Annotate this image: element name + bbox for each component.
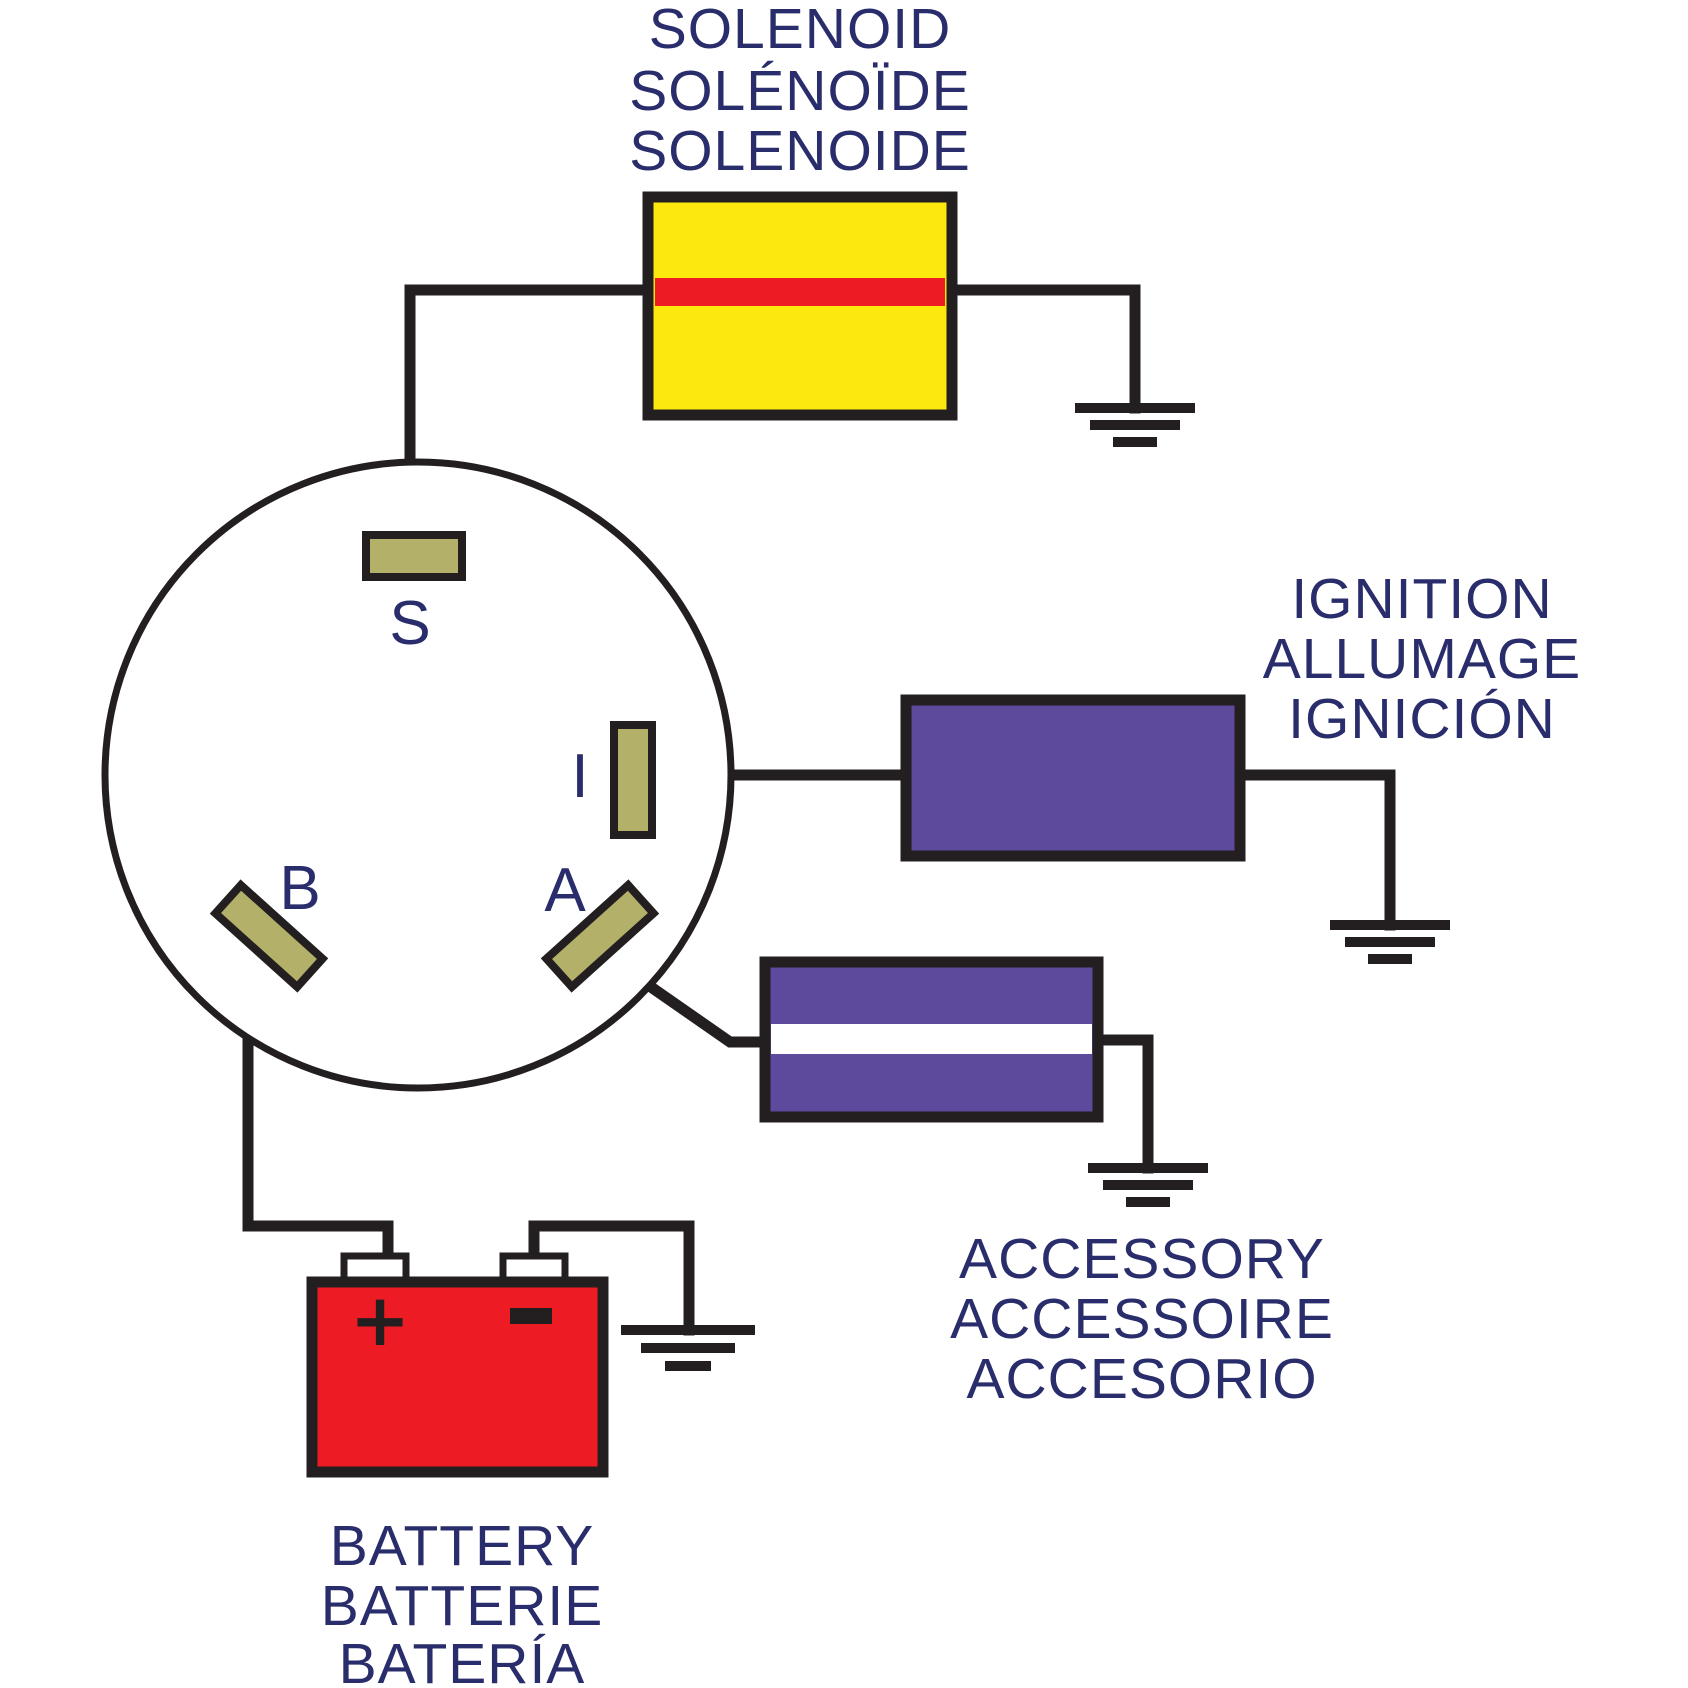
wire-accessory-to-ground xyxy=(1092,1034,1154,1174)
accessory-stripe xyxy=(771,1024,1092,1054)
solenoid-component xyxy=(642,191,958,421)
battery-positive-post xyxy=(340,1252,410,1284)
accessory-label-fr: ACCESSOIRE xyxy=(950,1287,1334,1351)
wire-ignition-to-ground xyxy=(1234,769,1396,931)
battery-label-en: BATTERY xyxy=(330,1514,595,1578)
accessory-component xyxy=(759,956,1104,1123)
wire-b-to-battery xyxy=(242,929,394,1264)
wire-s-to-solenoid xyxy=(404,284,654,546)
solenoid-stripe xyxy=(655,278,945,306)
ignition-component xyxy=(900,694,1246,862)
solenoid-label-es: SOLENOIDE xyxy=(629,119,971,183)
terminal-s-label: S xyxy=(389,589,430,658)
ignition-label-en: IGNITION xyxy=(1291,567,1552,631)
ground-symbol-icon xyxy=(1330,920,1450,964)
wire-solenoid-to-ground xyxy=(946,284,1141,414)
terminal-a-label: A xyxy=(544,856,586,925)
solenoid-label-fr: SOLÉNOÏDE xyxy=(629,59,971,123)
terminal-i-label: I xyxy=(571,742,588,811)
solenoid-label: SOLENOID SOLÉNOÏDE SOLENOIDE xyxy=(629,0,971,183)
terminal-b-label: B xyxy=(279,854,320,923)
ignition-label-fr: ALLUMAGE xyxy=(1263,627,1581,691)
ground-symbol-icon xyxy=(1075,403,1195,447)
ignition-label-es: IGNICIÓN xyxy=(1288,687,1556,751)
battery-component: + xyxy=(306,1252,609,1478)
terminal-s-contact xyxy=(362,531,466,581)
battery-label-fr: BATTERIE xyxy=(321,1574,603,1638)
terminal-i-contact xyxy=(610,721,656,839)
terminal-b-contact xyxy=(209,879,329,993)
ground-symbol-icon xyxy=(1088,1163,1208,1207)
battery-positive-sign: + xyxy=(350,1278,410,1362)
terminal-a-contact xyxy=(540,879,660,993)
accessory-label: ACCESSORY ACCESSOIRE ACCESORIO xyxy=(950,1227,1334,1411)
ground-symbol-icon xyxy=(621,1325,755,1371)
wire-battery-to-ground xyxy=(528,1220,695,1336)
accessory-label-en: ACCESSORY xyxy=(959,1227,1325,1291)
battery-label-es: BATERÍA xyxy=(339,1632,586,1688)
battery-box xyxy=(306,1276,609,1478)
accessory-label-es: ACCESORIO xyxy=(966,1347,1317,1411)
battery-label: BATTERY BATTERIE BATERÍA xyxy=(321,1514,603,1688)
battery-negative-sign xyxy=(510,1308,552,1324)
battery-negative-post xyxy=(499,1252,569,1284)
ignition-label: IGNITION ALLUMAGE IGNICIÓN xyxy=(1263,567,1581,751)
solenoid-label-en: SOLENOID xyxy=(649,0,952,61)
